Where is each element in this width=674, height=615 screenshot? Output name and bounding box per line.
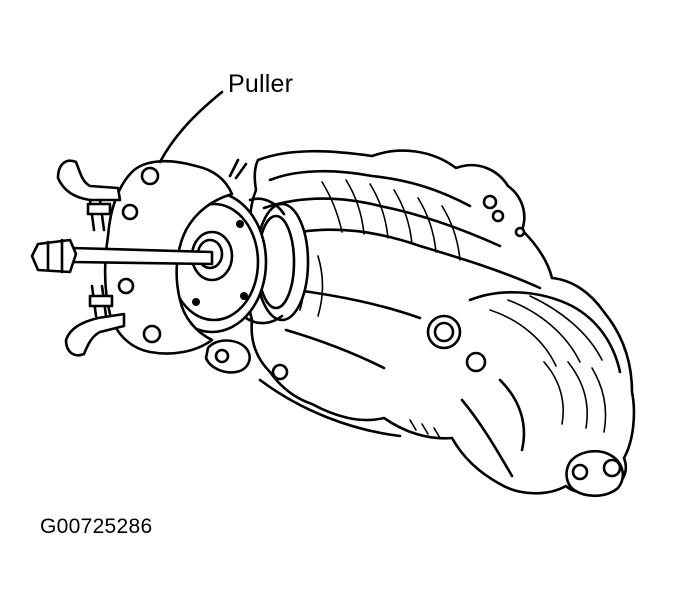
puller-callout-label: Puller xyxy=(228,70,294,98)
puller-tool xyxy=(30,158,248,357)
transfer-case-housing xyxy=(204,149,636,498)
figure-id: G00725286 xyxy=(40,515,153,538)
bearing-seal xyxy=(244,197,310,325)
callout-leader-line xyxy=(158,90,224,164)
